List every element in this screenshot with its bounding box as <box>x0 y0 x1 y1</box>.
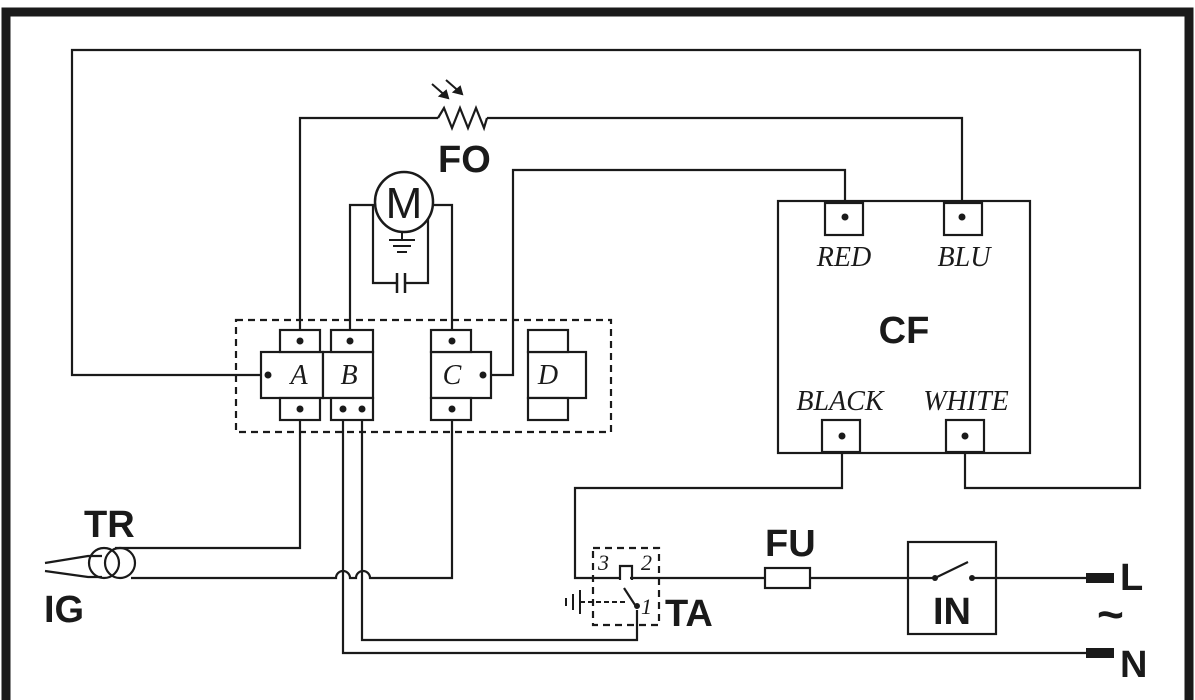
in-contact-right <box>969 575 975 581</box>
ta-pin1-dot <box>634 603 640 609</box>
cf-black-label: BLACK <box>796 386 884 417</box>
neutral-terminal <box>1086 648 1114 658</box>
cf-label: CF <box>879 310 930 352</box>
tr-coil-left <box>87 546 121 580</box>
wire-a-to-tr <box>115 410 302 550</box>
wire-b-to-ta <box>360 410 639 642</box>
ac-symbol: ~ <box>1097 588 1124 640</box>
terminal-c-label: C <box>443 360 462 391</box>
terminal-c <box>429 328 493 422</box>
ta-contact-bridge <box>618 564 634 580</box>
ta-label: TA <box>665 593 713 635</box>
fu-label: FU <box>765 523 816 565</box>
line-label: L <box>1120 557 1143 599</box>
in-label: IN <box>933 591 971 633</box>
wire-motor-to-c <box>430 203 454 340</box>
outer-frame <box>1 7 1194 700</box>
motor-circle <box>373 170 435 234</box>
in-switch-lever <box>934 561 969 579</box>
terminal-block-boundary <box>234 318 613 434</box>
in-box <box>906 540 998 636</box>
terminal-a <box>259 328 325 422</box>
terminal-d <box>526 328 588 422</box>
cf-terminal-black <box>820 418 862 454</box>
ta-pin1-label: 1 <box>641 594 652 619</box>
terminal-b-label: B <box>340 360 357 391</box>
fuse-body <box>763 566 812 590</box>
terminal-a-label: A <box>288 360 308 391</box>
tr-label: TR <box>84 504 135 546</box>
cf-white-label: WHITE <box>923 386 1009 417</box>
fo-resistor <box>437 105 489 132</box>
wire-motor-cap-right <box>406 205 430 285</box>
wire-tr-to-c <box>131 410 454 580</box>
ta-pin3-label: 3 <box>597 550 609 575</box>
wire-motor-cap-left <box>371 205 396 285</box>
ta-pin2-label: 2 <box>641 550 652 575</box>
cf-blu-label: BLU <box>938 242 993 273</box>
wire-fo-to-blu <box>487 116 964 215</box>
motor-label: M <box>386 179 423 228</box>
cf-terminal-white <box>944 418 986 454</box>
cf-terminal-blu <box>942 201 984 237</box>
wire-b-to-neutral <box>341 410 1092 655</box>
wire-a-to-fo <box>298 116 438 340</box>
fo-label: FO <box>438 139 491 181</box>
fo-light-arrows-icon <box>431 79 464 100</box>
line-terminal <box>1086 573 1114 583</box>
wire-b-to-motor <box>348 203 380 340</box>
wire-c-to-red <box>483 168 847 377</box>
terminal-b <box>321 328 375 422</box>
neutral-label: N <box>1120 644 1147 686</box>
ta-ground-icon <box>565 590 581 614</box>
cf-terminal-red <box>823 201 865 237</box>
wire-black-to-ta <box>573 440 844 580</box>
wire-a-to-white <box>70 48 1142 490</box>
terminal-d-label: D <box>537 360 558 391</box>
cf-red-label: RED <box>816 242 871 273</box>
tr-coil-right <box>103 546 137 580</box>
ig-label: IG <box>44 589 84 631</box>
cf-box <box>776 199 1032 455</box>
